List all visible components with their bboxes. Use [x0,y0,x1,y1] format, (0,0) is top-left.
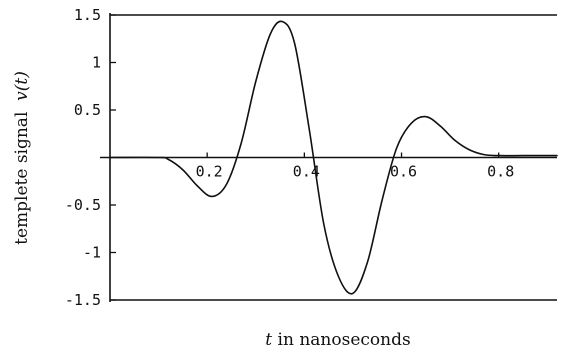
x-axis-title: t in nanoseconds [265,330,410,350]
y-tick-label: -0.5 [65,196,101,214]
y-tick-label: 0.5 [74,101,101,119]
y-tick-label: 1 [92,54,101,72]
y-tick-label: -1 [83,244,101,262]
x-tick-label: 0.6 [390,163,417,181]
x-tick-label: 0.8 [487,163,514,181]
y-axis-title-text: templete signal [12,101,32,245]
plot-frame [110,14,557,301]
y-axis-title-variable: v(t) [12,71,32,101]
x-tick-label: 0.4 [293,163,320,181]
y-axis-ticks: 1.5 1 0.5 -0.5 -1 -1.5 [65,6,116,309]
y-tick-label: 1.5 [74,6,101,24]
x-axis-title-variable: t [265,330,272,350]
axes [100,13,557,302]
series-layer [109,20,558,295]
series-line [109,20,558,295]
x-axis-title-text: in nanoseconds [272,330,411,350]
y-axis-title: templete signal v(t) [12,71,32,245]
x-tick-label: 0.2 [196,163,223,181]
y-tick-label: -1.5 [65,291,101,309]
